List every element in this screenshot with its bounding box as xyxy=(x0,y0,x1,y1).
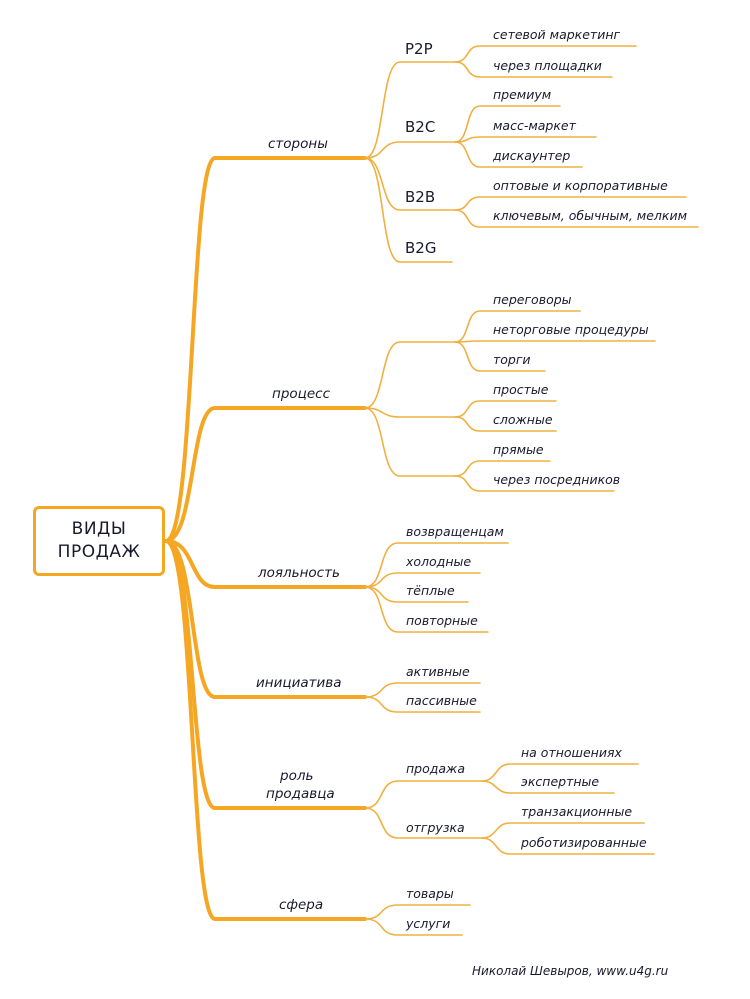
leaf: роботизированные xyxy=(521,835,647,850)
leaf: дискаунтер xyxy=(493,148,571,163)
leaf: ключевым, обычным, мелким xyxy=(493,208,687,223)
branch-sphere: сфера xyxy=(279,897,324,913)
node-b2g: B2G xyxy=(405,239,437,257)
leaf: простые xyxy=(493,382,549,397)
leaf: торги xyxy=(493,352,531,367)
branch-process: процесс xyxy=(272,386,330,402)
node-sale: продажа xyxy=(406,761,465,776)
connector-storony xyxy=(164,156,367,543)
root-label: ВИДЫ ПРОДАЖ xyxy=(57,519,141,562)
leaf: прямые xyxy=(493,442,544,457)
leaf: оптовые и корпоративные xyxy=(493,178,668,193)
leaf: транзакционные xyxy=(521,804,633,819)
leaf: холодные xyxy=(406,554,472,569)
leaf: через посредников xyxy=(493,472,621,487)
connector-loyalty xyxy=(164,539,367,589)
leaf: на отношениях xyxy=(521,745,622,760)
leaf: активные xyxy=(406,664,470,679)
node-b2c: B2C xyxy=(405,118,436,136)
leaf: товары xyxy=(406,886,454,901)
leaf: возвращенцам xyxy=(406,524,504,539)
leaf: масс-маркет xyxy=(493,118,576,133)
branch-storony: стороны xyxy=(268,136,328,152)
leaf: неторговые процедуры xyxy=(493,322,649,337)
branch-role-line1: роль xyxy=(280,768,314,784)
connector-initiative xyxy=(164,539,367,699)
node-p2p: P2P xyxy=(405,40,433,58)
node-b2b: B2B xyxy=(405,188,436,206)
leaf: через площадки xyxy=(493,58,602,73)
leaf: повторные xyxy=(406,613,478,628)
branch-initiative: инициатива xyxy=(256,675,342,691)
leaf: экспертные xyxy=(521,774,600,789)
leaf: пассивные xyxy=(406,693,477,708)
connector-process xyxy=(164,406,367,543)
root-node: ВИДЫ ПРОДАЖ xyxy=(33,506,165,576)
node-shipment: отгрузка xyxy=(406,820,465,835)
author-credit: Николай Шевыров, www.u4g.ru xyxy=(472,964,669,978)
leaf: тёплые xyxy=(406,583,455,598)
leaf: услуги xyxy=(406,916,451,931)
leaf: сложные xyxy=(493,412,553,427)
connector-sphere xyxy=(164,539,367,921)
leaf: переговоры xyxy=(493,292,572,307)
branch-role-line2: продавца xyxy=(266,786,335,802)
leaf: премиум xyxy=(493,87,552,102)
leaf: сетевой маркетинг xyxy=(493,27,621,42)
branch-loyalty: лояльность xyxy=(258,565,340,581)
